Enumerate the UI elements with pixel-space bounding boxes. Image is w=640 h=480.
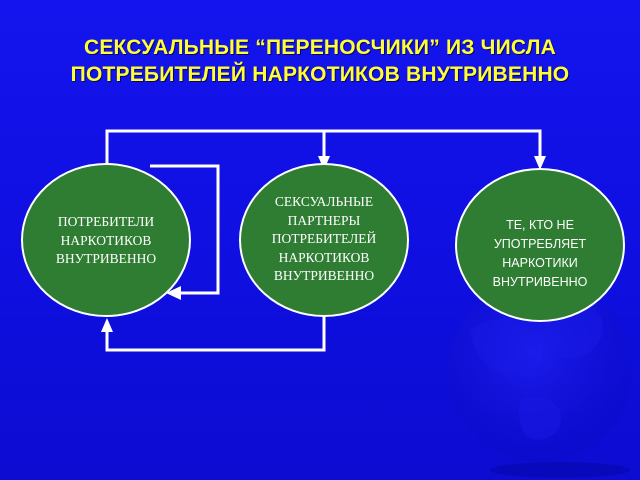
title-line-2: ПОТРЕБИТЕЛЕЙ НАРКОТИКОВ ВНУТРИВЕННО <box>70 63 570 86</box>
node-right-line: ВНУТРИВЕННО <box>492 275 588 289</box>
node-center-line: ПАРТНЕРЫ <box>287 212 361 228</box>
arrow-to-right <box>534 156 546 170</box>
node-center-line: ПОТРЕБИТЕЛЕЙ <box>271 231 377 246</box>
node-center-label: СЕКСУАЛЬНЫЕ ПАРТНЕРЫ ПОТРЕБИТЕЛЕЙ НАРКОТ… <box>254 193 394 286</box>
bottom-return-line <box>105 316 326 352</box>
node-right-line: ТЕ, КТО НЕ <box>506 218 574 232</box>
node-center-line: ВНУТРИВЕННО <box>273 268 375 283</box>
self-loop-arrow <box>166 286 181 300</box>
title-line-1: СЕКСУАЛЬНЫЕ “ПЕРЕНОСЧИКИ” ИЗ ЧИСЛА <box>83 36 557 59</box>
node-left-line: НАРКОТИКОВ <box>60 232 152 248</box>
node-left-shape <box>21 163 191 317</box>
node-left-line: ВНУТРИВЕННО <box>55 251 157 266</box>
node-right-label: ТЕ, КТО НЕ УПОТРЕБЛЯЕТ НАРКОТИКИ ВНУТРИВ… <box>470 216 610 292</box>
node-center-line: НАРКОТИКОВ <box>278 249 370 265</box>
node-right-line: УПОТРЕБЛЯЕТ <box>493 237 587 251</box>
node-center-line: СЕКСУАЛЬНЫЕ <box>274 194 374 209</box>
node-left-line: ПОТРЕБИТЕЛИ <box>57 214 155 229</box>
arrow-to-left <box>101 318 113 332</box>
node-left-label: ПОТРЕБИТЕЛИ НАРКОТИКОВ ВНУТРИВЕННО <box>36 213 176 269</box>
slide-title: СЕКСУАЛЬНЫЕ “ПЕРЕНОСЧИКИ” ИЗ ЧИСЛА ПОТРЕ… <box>0 34 640 88</box>
node-right-line: НАРКОТИКИ <box>502 256 578 270</box>
node-right-shape <box>455 168 625 322</box>
self-loop-line <box>150 164 220 295</box>
node-center-shape <box>239 163 409 317</box>
